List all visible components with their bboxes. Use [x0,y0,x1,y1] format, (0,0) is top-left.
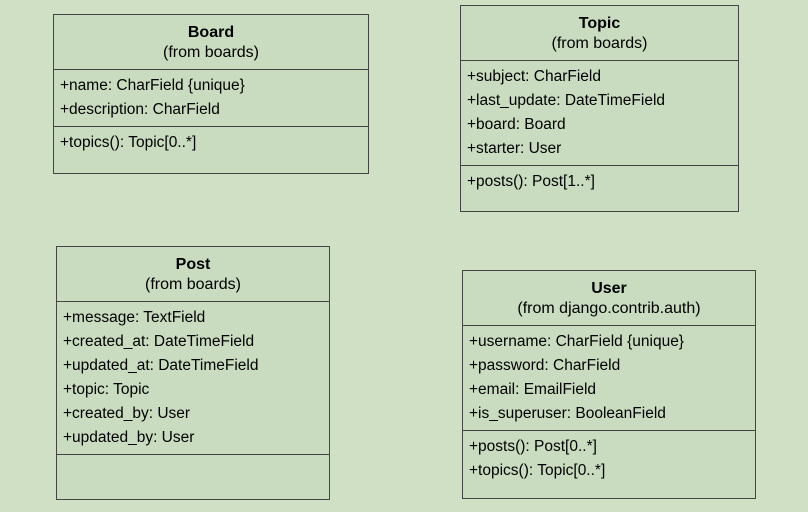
class-board: Board (from boards) +name: CharField {un… [53,14,369,174]
attribute: +description: CharField [60,101,220,118]
class-name: Board [187,24,235,41]
class-package: (from boards) [144,276,242,293]
attribute: +username: CharField {unique} [469,333,684,350]
attribute: +starter: User [467,140,562,157]
class-header: Topic (from boards) [461,6,738,61]
attribute: +name: CharField {unique} [60,77,245,94]
attribute: +created_at: DateTimeField [63,333,255,350]
class-user: User (from django.contrib.auth) +usernam… [462,270,756,499]
attributes-section: +username: CharField {unique} +password:… [463,326,755,431]
operation: +topics(): Topic[0..*] [469,462,606,479]
operations-section: +posts(): Post[1..*] [461,166,738,198]
class-header: Board (from boards) [54,15,368,70]
class-name: Topic [578,15,621,32]
attribute: +subject: CharField [467,68,601,85]
attributes-section: +message: TextField +created_at: DateTim… [57,302,329,455]
class-package: (from boards) [162,44,260,61]
attribute: +email: EmailField [469,381,597,398]
operation: +topics(): Topic[0..*] [60,134,197,151]
class-name: User [591,280,627,297]
attribute: +password: CharField [469,357,621,374]
class-header: Post (from boards) [57,247,329,302]
attribute: +last_update: DateTimeField [467,92,666,109]
operations-section [57,455,329,487]
attribute: +is_superuser: BooleanField [469,405,666,422]
class-topic: Topic (from boards) +subject: CharField … [460,5,739,212]
attribute: +created_by: User [63,405,191,422]
class-package: (from boards) [551,35,648,52]
attribute: +updated_at: DateTimeField [63,357,259,374]
attributes-section: +name: CharField {unique} +description: … [54,70,368,127]
attribute: +board: Board [467,116,566,133]
operation: +posts(): Post[1..*] [467,173,595,190]
operations-section: +topics(): Topic[0..*] [54,127,368,159]
attribute: +updated_by: User [63,429,195,446]
operations-section: +posts(): Post[0..*] +topics(): Topic[0.… [463,431,755,487]
operation: +posts(): Post[0..*] [469,438,597,455]
class-header: User (from django.contrib.auth) [463,271,755,326]
attribute: +message: TextField [63,309,206,326]
class-package: (from django.contrib.auth) [517,300,701,317]
class-post: Post (from boards) +message: TextField +… [56,246,330,500]
class-name: Post [175,256,211,273]
attribute: +topic: Topic [63,381,150,398]
attributes-section: +subject: CharField +last_update: DateTi… [461,61,738,166]
